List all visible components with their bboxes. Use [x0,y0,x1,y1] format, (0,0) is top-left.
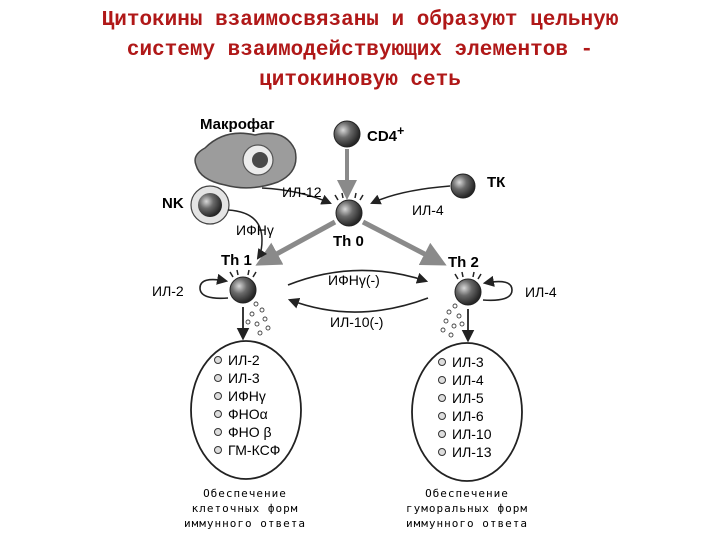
label-il2-loop: ИЛ-2 [152,283,184,299]
caption-left-line-2: клеточных форм [191,502,299,515]
list-item-label: ИФНγ [228,388,266,404]
list-item-label: ФНО β [228,424,272,440]
macrophage-cell [194,132,297,189]
slide-title: Цитокины взаимосвязаны и образуют цельну… [0,6,720,96]
bullet-icon [438,412,446,420]
title-line-2: систему взаимодействующих элементов - [126,39,594,62]
arrow-il4-tk [370,185,451,205]
arrow-th0-to-th2 [361,219,447,266]
list-item-label: ИЛ-13 [452,444,492,460]
list-item: ИФНγ [214,387,280,405]
arrow-il12 [261,187,332,205]
arrow-il10-inhibition [287,297,429,313]
label-cd4-text: CD4 [367,128,398,145]
bullet-icon [214,428,222,436]
list-item-label: ИЛ-6 [452,408,484,424]
bullet-icon [438,394,446,402]
list-item-label: ФНОα [228,406,268,422]
bullet-icon [214,392,222,400]
label-cd4: CD4+ [367,124,404,145]
list-item-label: ИЛ-2 [228,352,260,368]
list-item: ФНО β [214,423,280,441]
th1-cell [229,269,257,304]
list-item-label: ИЛ-3 [452,354,484,370]
caption-left-line-1: Обеспечение [203,487,287,500]
label-ifng-nk: ИФНγ [236,222,274,238]
caption-right-line-3: иммунного ответа [406,517,528,530]
caption-cellular: Обеспечение клеточных форм иммунного отв… [150,486,340,531]
list-item: ИЛ-6 [438,407,491,425]
th2-products-list: ИЛ-3 ИЛ-4 ИЛ-5 ИЛ-6 ИЛ-10 ИЛ-13 [438,353,491,461]
caption-right-line-1: Обеспечение [425,487,509,500]
label-il4-tk: ИЛ-4 [412,202,444,218]
bullet-icon [214,446,222,454]
nk-cell [190,185,230,225]
label-th1: Th 1 [221,252,252,269]
loop-il4 [482,275,513,302]
title-line-3: цитокиновую сеть [259,69,461,92]
th1-products-list: ИЛ-2 ИЛ-3 ИФНγ ФНОα ФНО β ГМ-КСФ [214,351,280,459]
arrow-ifng-nk [227,209,268,260]
th2-cell [454,271,482,306]
label-macrophage: Макрофаг [200,116,275,133]
caption-right-line-2: гуморальных форм [406,502,528,515]
list-item: ИЛ-5 [438,389,491,407]
loop-il2 [199,273,229,300]
list-item-label: ИЛ-3 [228,370,260,386]
bullet-icon [214,356,222,364]
th2-products-ellipse [411,342,523,482]
label-il12: ИЛ-12 [282,184,322,200]
bullet-icon [214,410,222,418]
list-item: ИЛ-3 [214,369,280,387]
label-th0: Th 0 [333,233,364,250]
label-tk: ТК [487,174,506,191]
bullet-icon [438,430,446,438]
label-il4-loop: ИЛ-4 [525,284,557,300]
bullet-icon [438,358,446,366]
title-line-1: Цитокины взаимосвязаны и образуют цельну… [101,9,619,32]
th1-products-ellipse [190,340,302,480]
list-item: ГМ-КСФ [214,441,280,459]
bullet-icon [438,376,446,384]
list-item: ИЛ-4 [438,371,491,389]
arrow-ifng-inhibition [287,269,429,286]
label-ifng-inhibition: ИФНγ(-) [328,272,380,288]
list-item: ФНОα [214,405,280,423]
th0-cell [334,192,364,227]
th1-secretion-dots [245,301,271,336]
list-item-label: ИЛ-4 [452,372,484,388]
label-nk: NK [162,195,184,212]
list-item-label: ИЛ-5 [452,390,484,406]
caption-left-line-3: иммунного ответа [184,517,306,530]
cd4-cell [333,120,361,148]
label-th2: Th 2 [448,254,479,271]
list-item: ИЛ-13 [438,443,491,461]
arrow-th0-to-th1 [255,219,337,266]
list-item: ИЛ-2 [214,351,280,369]
caption-humoral: Обеспечение гуморальных форм иммунного о… [372,486,562,531]
list-item-label: ГМ-КСФ [228,442,281,458]
th2-secretion-dots [440,303,465,338]
list-item-label: ИЛ-10 [452,426,492,442]
list-item: ИЛ-3 [438,353,491,371]
tk-cell [450,173,476,199]
label-il10-inhibition: ИЛ-10(-) [330,314,384,330]
list-item: ИЛ-10 [438,425,491,443]
label-cd4-sup: + [397,124,405,138]
bullet-icon [438,448,446,456]
bullet-icon [214,374,222,382]
